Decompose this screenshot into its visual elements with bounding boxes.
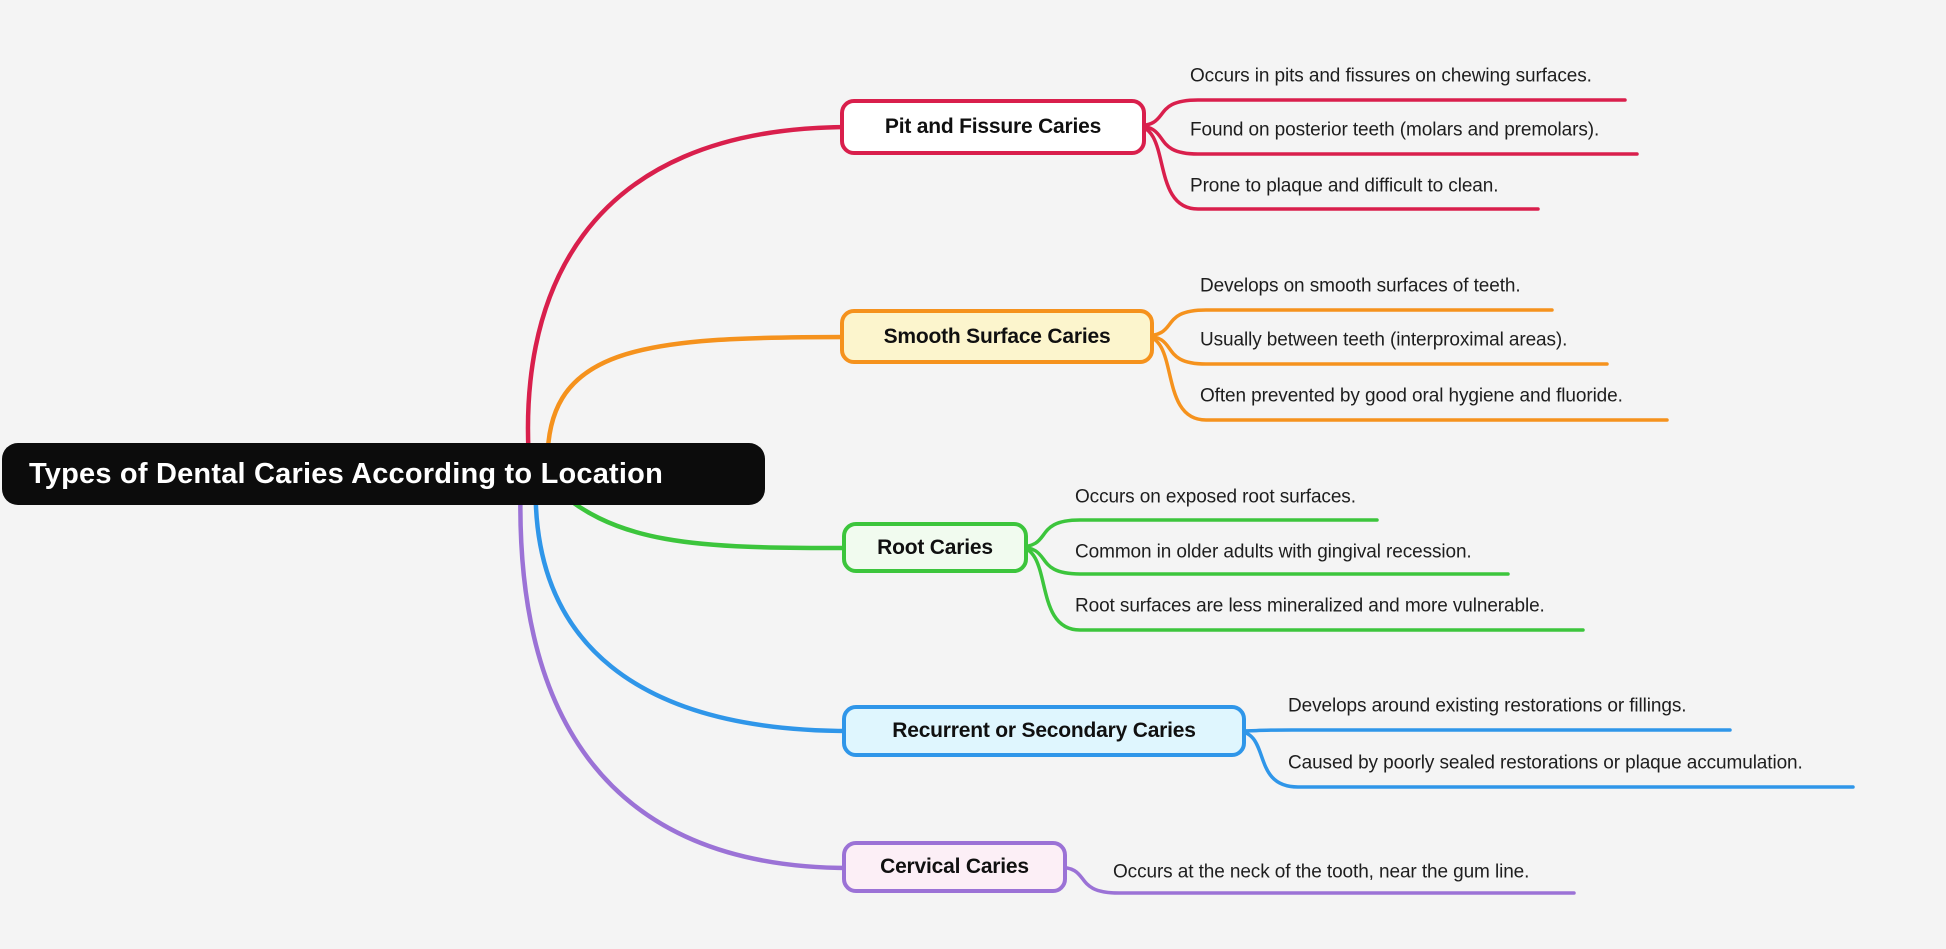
leaf-underline (1055, 865, 1576, 895)
leaf-note: Often prevented by good oral hygiene and… (1200, 385, 1623, 407)
branch-node-pit-and-fissure-caries[interactable]: Pit and Fissure Caries (840, 99, 1146, 155)
branch-curve-recurrent (533, 471, 853, 734)
leaf-note: Occurs at the neck of the tooth, near th… (1113, 861, 1530, 883)
branch-node-recurrent-or-secondary-caries[interactable]: Recurrent or Secondary Caries (842, 705, 1246, 757)
leaf-underline (1134, 124, 1540, 211)
branch-curve-smooth-surface (545, 334, 853, 477)
branch-node-smooth-surface-caries[interactable]: Smooth Surface Caries (840, 309, 1154, 364)
leaf-underline (1142, 334, 1669, 422)
leaf-underline (1234, 729, 1855, 789)
branch-node-root-caries[interactable]: Root Caries (842, 522, 1028, 573)
leaf-underline (1234, 728, 1732, 733)
leaf-note: Develops on smooth surfaces of teeth. (1200, 275, 1521, 297)
leaf-note: Found on posterior teeth (molars and pre… (1190, 119, 1600, 141)
leaf-underline (1016, 545, 1585, 632)
branch-curve-cervical (518, 471, 853, 871)
leaf-note: Occurs on exposed root surfaces. (1075, 486, 1356, 508)
leaf-note: Caused by poorly sealed restorations or … (1288, 752, 1803, 774)
branch-label: Root Caries (877, 535, 993, 559)
leaf-note: Common in older adults with gingival rec… (1075, 541, 1472, 563)
leaf-underline (1016, 518, 1379, 549)
branch-label: Smooth Surface Caries (883, 324, 1111, 348)
branch-node-cervical-caries[interactable]: Cervical Caries (842, 841, 1067, 893)
leaf-note: Root surfaces are less mineralized and m… (1075, 595, 1545, 617)
branch-curve-pit-and-fissure (525, 124, 853, 477)
leaf-note: Develops around existing restorations or… (1288, 695, 1687, 717)
leaf-note: Prone to plaque and difficult to clean. (1190, 175, 1499, 197)
branch-label: Recurrent or Secondary Caries (892, 719, 1196, 742)
leaf-underline (1134, 98, 1627, 128)
branch-label: Cervical Caries (880, 855, 1029, 878)
leaf-note: Usually between teeth (interproximal are… (1200, 329, 1568, 351)
leaf-note: Occurs in pits and fissures on chewing s… (1190, 65, 1592, 87)
central-topic-node[interactable]: Types of Dental Caries According to Loca… (2, 443, 765, 505)
leaf-underline (1142, 308, 1554, 338)
branch-label: Pit and Fissure Caries (884, 115, 1102, 138)
central-topic-label: Types of Dental Caries According to Loca… (29, 457, 663, 490)
